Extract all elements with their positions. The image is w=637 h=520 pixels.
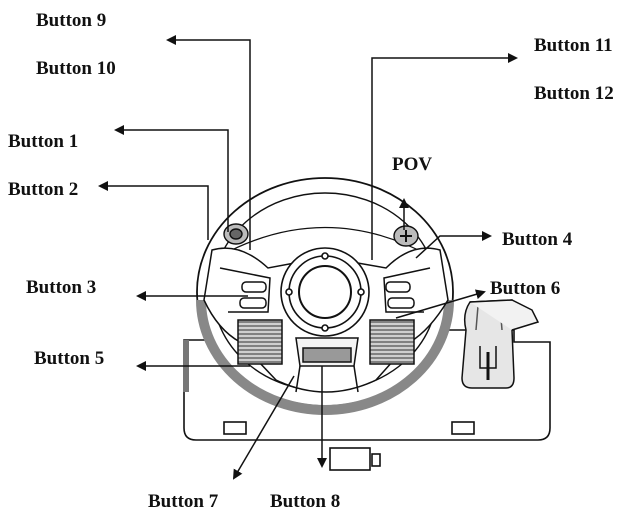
label-button-6: Button 6 bbox=[490, 278, 561, 299]
label-pov: POV bbox=[392, 154, 433, 175]
label-button-9: Button 9 bbox=[36, 10, 107, 31]
gear-shifter bbox=[461, 299, 540, 389]
label-button-1: Button 1 bbox=[8, 131, 79, 152]
label-button-8: Button 8 bbox=[270, 491, 341, 512]
label-button-3: Button 3 bbox=[26, 277, 97, 298]
leader-lines bbox=[98, 35, 518, 480]
label-button-11: Button 11 bbox=[534, 35, 613, 56]
label-button-5: Button 5 bbox=[34, 348, 105, 369]
label-button-12: Button 12 bbox=[534, 83, 614, 104]
label-button-10: Button 10 bbox=[36, 58, 116, 79]
rim-buttons bbox=[223, 223, 419, 247]
label-button-7: Button 7 bbox=[148, 491, 219, 512]
hub-centre bbox=[280, 247, 370, 337]
label-button-4: Button 4 bbox=[502, 229, 573, 250]
label-button-2: Button 2 bbox=[8, 179, 79, 200]
